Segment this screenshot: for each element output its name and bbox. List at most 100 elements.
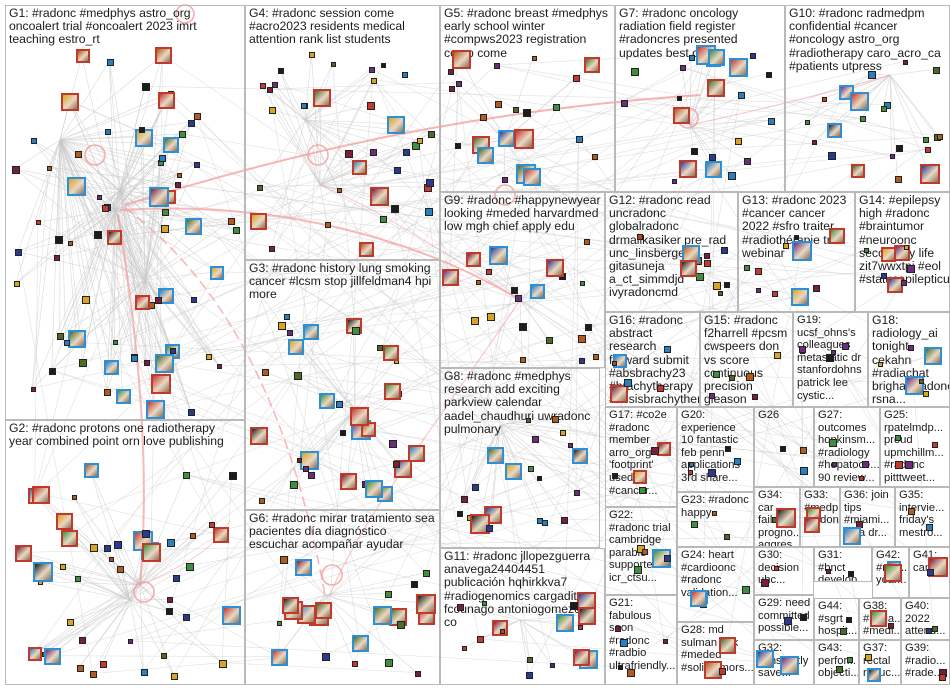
user-avatar-node[interactable]: [76, 49, 90, 63]
user-avatar-node[interactable]: [633, 470, 647, 484]
user-node[interactable]: [14, 281, 20, 287]
user-node[interactable]: [385, 659, 393, 667]
user-node[interactable]: [31, 387, 36, 392]
user-avatar-node[interactable]: [222, 606, 241, 625]
user-node[interactable]: [229, 472, 237, 480]
user-avatar-node[interactable]: [373, 606, 392, 625]
user-node[interactable]: [385, 591, 392, 598]
group-g33[interactable]: G33: #medp... #radonc: [800, 487, 840, 547]
user-node[interactable]: [336, 401, 343, 408]
user-node[interactable]: [862, 461, 869, 468]
user-node[interactable]: [278, 68, 284, 74]
user-node[interactable]: [734, 458, 741, 465]
user-node[interactable]: [574, 490, 580, 496]
user-node[interactable]: [309, 52, 315, 58]
group-g31[interactable]: G31: #bnct develop...: [814, 547, 872, 582]
user-node[interactable]: [114, 541, 122, 549]
user-node[interactable]: [411, 581, 418, 588]
user-node[interactable]: [297, 458, 302, 463]
group-g9[interactable]: G9: #radonc #happynewyear looking #meded…: [440, 192, 605, 368]
group-g20[interactable]: G20: experience 10 fantastic feb penn ap…: [677, 407, 754, 492]
user-node[interactable]: [94, 231, 102, 239]
user-avatar-node[interactable]: [56, 513, 73, 530]
user-node[interactable]: [738, 92, 745, 99]
user-node[interactable]: [620, 639, 628, 647]
user-node[interactable]: [550, 663, 555, 668]
user-node[interactable]: [553, 104, 560, 111]
group-g25[interactable]: G25: rpatelmdp... proud upmchillm... #ra…: [880, 407, 950, 487]
user-avatar-node[interactable]: [673, 107, 690, 124]
user-node[interactable]: [107, 59, 114, 66]
user-avatar-node[interactable]: [780, 656, 799, 675]
user-avatar-node[interactable]: [707, 79, 725, 97]
user-node[interactable]: [461, 496, 468, 503]
group-g13[interactable]: G13: #radonc 2023 #cancer cancer 2022 #s…: [738, 192, 855, 312]
user-node[interactable]: [923, 137, 929, 143]
user-node[interactable]: [826, 569, 831, 574]
user-node[interactable]: [417, 138, 423, 144]
user-node[interactable]: [805, 120, 810, 125]
user-node[interactable]: [579, 358, 585, 364]
group-g22[interactable]: G22: #radonc trial cambridge parable sup…: [605, 507, 677, 595]
user-node[interactable]: [284, 314, 290, 320]
user-avatar-node[interactable]: [705, 161, 722, 178]
group-g1[interactable]: G1: #radonc #medphys astro_org oncoalert…: [5, 5, 245, 420]
user-node[interactable]: [578, 335, 586, 343]
user-node[interactable]: [664, 346, 671, 353]
user-node[interactable]: [580, 281, 585, 286]
user-node[interactable]: [933, 67, 940, 74]
user-node[interactable]: [895, 461, 903, 469]
user-node[interactable]: [340, 430, 346, 436]
group-g16[interactable]: G16: #radonc abstract research forward s…: [605, 312, 700, 407]
user-node[interactable]: [471, 317, 479, 325]
user-node[interactable]: [206, 354, 212, 360]
user-node[interactable]: [190, 533, 196, 539]
group-g12[interactable]: G12: #radonc read uncradonc globalradonc…: [605, 192, 738, 312]
user-avatar-node[interactable]: [829, 228, 845, 244]
user-avatar-node[interactable]: [352, 160, 367, 175]
group-g32[interactable]: G32: constantly save...: [754, 640, 814, 685]
user-avatar-node[interactable]: [756, 650, 774, 668]
user-node[interactable]: [455, 143, 461, 149]
user-avatar-node[interactable]: [776, 508, 796, 528]
user-avatar-node[interactable]: [573, 649, 590, 666]
user-avatar-node[interactable]: [61, 530, 78, 547]
user-node[interactable]: [371, 78, 377, 84]
user-node[interactable]: [713, 371, 720, 378]
user-node[interactable]: [513, 107, 519, 113]
group-g26[interactable]: G26: [754, 407, 814, 487]
user-avatar-node[interactable]: [116, 389, 131, 404]
user-node[interactable]: [552, 416, 559, 423]
user-node[interactable]: [828, 152, 836, 160]
user-node[interactable]: [761, 579, 769, 587]
user-node[interactable]: [142, 530, 150, 538]
user-node[interactable]: [167, 539, 175, 547]
user-node[interactable]: [519, 323, 527, 331]
user-node[interactable]: [269, 246, 275, 252]
user-avatar-node[interactable]: [505, 463, 522, 480]
user-node[interactable]: [925, 147, 931, 153]
user-node[interactable]: [90, 671, 97, 678]
user-node[interactable]: [97, 195, 102, 200]
user-node[interactable]: [155, 297, 162, 304]
user-node[interactable]: [890, 154, 895, 159]
group-g30[interactable]: G30: decision uhc...: [754, 547, 814, 595]
user-node[interactable]: [881, 106, 887, 112]
user-node[interactable]: [561, 517, 568, 524]
user-node[interactable]: [932, 626, 938, 632]
group-g43[interactable]: G43: perfor... objecti...: [814, 640, 859, 685]
user-node[interactable]: [744, 158, 751, 165]
user-avatar-node[interactable]: [383, 345, 399, 361]
user-node[interactable]: [800, 614, 807, 621]
user-node[interactable]: [842, 343, 849, 350]
user-node[interactable]: [90, 544, 98, 552]
user-node[interactable]: [109, 557, 114, 562]
user-node[interactable]: [277, 621, 282, 626]
user-node[interactable]: [908, 345, 914, 351]
user-avatar-node[interactable]: [250, 427, 268, 445]
user-avatar-node[interactable]: [578, 607, 596, 625]
user-node[interactable]: [744, 265, 750, 271]
user-node[interactable]: [228, 218, 235, 225]
user-node[interactable]: [677, 96, 682, 101]
user-node[interactable]: [735, 138, 742, 145]
